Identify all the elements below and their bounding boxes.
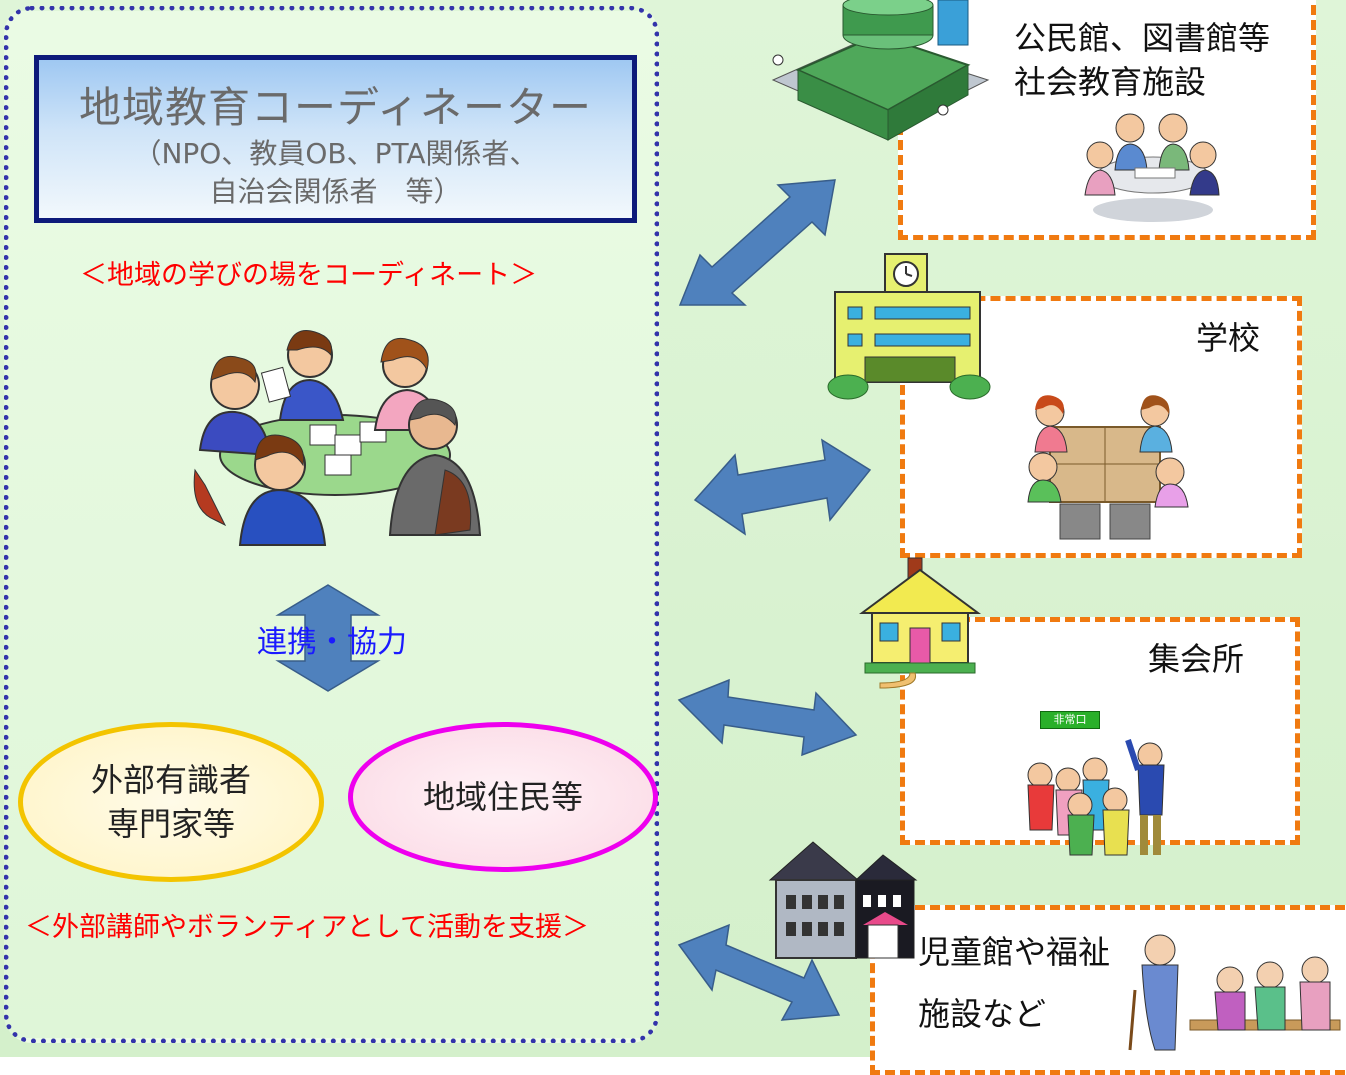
coordinator-sub-line1: （NPO、教員OB、PTA関係者、 bbox=[133, 137, 538, 170]
experts-line1: 外部有識者 bbox=[90, 761, 251, 799]
exit-sign: 非常口 bbox=[1040, 711, 1100, 729]
cooperation-double-arrow bbox=[275, 584, 381, 692]
experts-line2: 専門家等 bbox=[106, 805, 235, 843]
coordinator-title-box: 地域教育コーディネーター （NPO、教員OB、PTA関係者、 自治会関係者 等） bbox=[34, 55, 637, 223]
meeting-hall-house-icon bbox=[858, 557, 982, 689]
double-arrow-social-education bbox=[678, 179, 836, 306]
coordinator-title: 地域教育コーディネーター bbox=[78, 83, 593, 132]
double-arrow-childrens-welfare bbox=[677, 923, 841, 1021]
residents-ellipse: 地域住民等 bbox=[348, 722, 658, 872]
double-arrow-meeting-hall bbox=[677, 678, 858, 757]
childrens-welfare-line1: 児童館や福祉 bbox=[918, 933, 1111, 971]
coordinator-sub-line2: 自治会関係者 等） bbox=[209, 175, 462, 208]
elderly-people-illustration bbox=[1128, 934, 1341, 1051]
meeting-hall-label: 集会所 bbox=[1148, 640, 1245, 678]
childrens-welfare-line2: 施設など bbox=[918, 995, 1047, 1033]
experts-ellipse: 外部有識者 専門家等 bbox=[18, 722, 324, 882]
role-caption: ＜地域の学びの場をコーディネート＞ bbox=[80, 260, 538, 291]
support-caption: ＜外部講師やボランティアとして活動を支援＞ bbox=[25, 912, 590, 943]
community-hall-building-icon bbox=[771, 0, 990, 141]
social-education-line2: 社会教育施設 bbox=[1014, 63, 1207, 101]
school-building-icon bbox=[827, 253, 991, 400]
children-at-desks-illustration bbox=[1027, 395, 1189, 540]
meeting-people-illustration bbox=[193, 330, 482, 546]
double-arrow-school bbox=[693, 438, 872, 536]
residents-label: 地域住民等 bbox=[422, 778, 583, 816]
childrens-hall-building-icon bbox=[768, 841, 918, 959]
cooperation-label: 連携・協力 bbox=[257, 625, 407, 660]
roundtable-meeting-illustration bbox=[1084, 113, 1220, 222]
children-evacuation-illustration bbox=[1027, 739, 1165, 856]
school-label: 学校 bbox=[1196, 319, 1261, 357]
social-education-line1: 公民館、図書館等 bbox=[1014, 19, 1271, 57]
